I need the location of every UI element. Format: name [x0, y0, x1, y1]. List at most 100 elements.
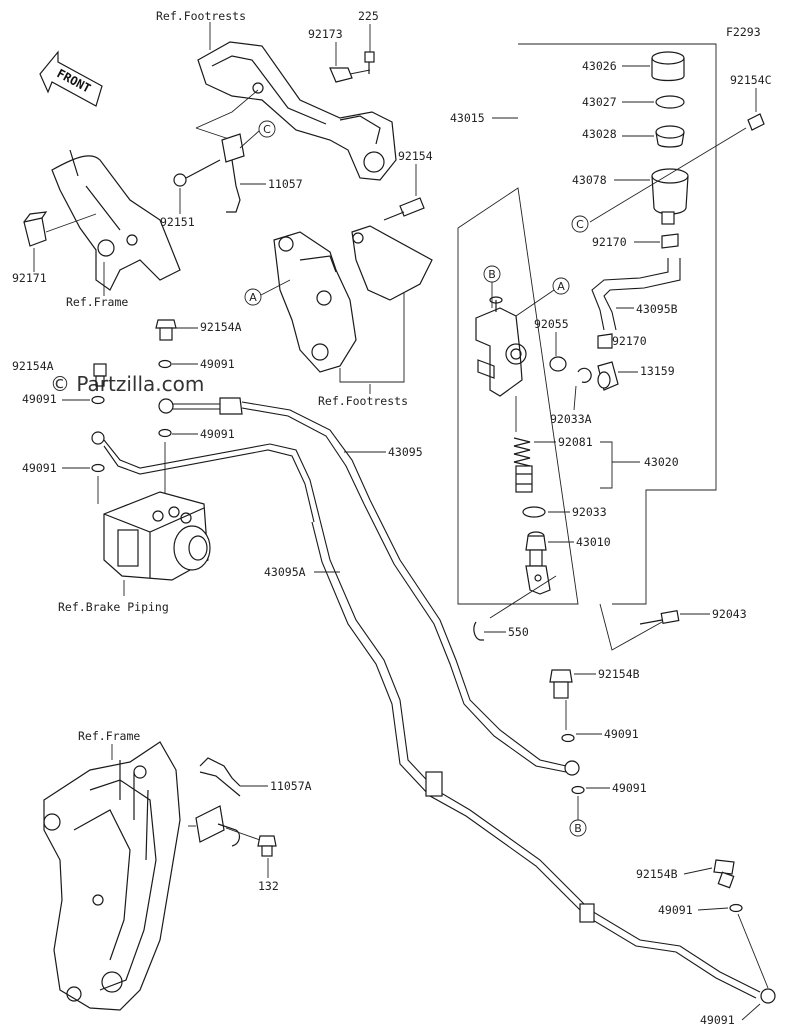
washer-49091-b: [91, 395, 105, 405]
clip-92173: [329, 67, 353, 83]
part-43010: 43010: [576, 535, 611, 549]
damper-92171: [23, 211, 48, 247]
part-43095: 43095: [388, 445, 423, 459]
cotterpin-550: [473, 621, 484, 641]
part-92033: 92033: [572, 505, 607, 519]
marker-a-right: A: [552, 277, 570, 295]
pin-92043: [639, 609, 680, 625]
part-43015: 43015: [450, 111, 485, 125]
washer-49091-f: [571, 785, 585, 795]
part-49091-g: 49091: [658, 903, 693, 917]
part-49091-a: 49091: [200, 357, 235, 371]
frame-bracket-left: [51, 149, 181, 291]
marker-a-left: A: [244, 288, 262, 306]
part-92154a-left: 92154A: [12, 359, 54, 373]
part-92154a-upper: 92154A: [200, 320, 242, 334]
marker-b-bottom: B: [569, 819, 587, 837]
ref-frame-top: Ref.Frame: [66, 295, 128, 309]
marker-c-right: C: [571, 215, 589, 233]
clamp-92170-upper: [661, 233, 679, 249]
clamp-92170-lower: [597, 333, 613, 349]
svg-text:A: A: [249, 291, 257, 304]
part-92154b-upper: 92154B: [598, 667, 640, 681]
svg-text:C: C: [263, 123, 271, 136]
part-92154c: 92154C: [730, 73, 772, 87]
part-92170-upper: 92170: [592, 235, 627, 249]
part-43078: 43078: [572, 173, 607, 187]
washer-49091-g: [729, 903, 743, 913]
bolt-92151: [173, 159, 221, 187]
bolt-92154a-left: [93, 363, 107, 387]
bolt-225: [364, 51, 375, 74]
part-92173: 92173: [308, 27, 343, 41]
bolt-92154a-upper: [155, 319, 177, 341]
part-92033a: 92033A: [550, 412, 592, 426]
part-43027: 43027: [582, 95, 617, 109]
part-13159: 13159: [640, 364, 675, 378]
pushrod-43010: [525, 531, 551, 595]
snapring-92033: [522, 506, 546, 518]
svg-text:B: B: [574, 822, 582, 835]
part-43095a: 43095A: [264, 565, 306, 579]
ref-footrests-mid: Ref.Footrests: [318, 394, 408, 408]
part-49091-e: 49091: [604, 727, 639, 741]
washer-49091-a: [158, 359, 172, 369]
part-550: 550: [508, 625, 529, 639]
spring-92081: [513, 437, 531, 467]
part-92043: 92043: [712, 607, 747, 621]
svg-text:B: B: [488, 268, 496, 281]
part-49091-d: 49091: [22, 461, 57, 475]
reservoir-43078: [651, 168, 689, 225]
piston-43020: [515, 465, 533, 493]
assembly-box-43015: [457, 43, 717, 605]
snapring-92033a: [577, 367, 592, 383]
part-92055: 92055: [534, 317, 569, 331]
footrest-bracket-mid: [273, 225, 433, 373]
diagram-code: F2293: [726, 25, 761, 39]
ref-brake-piping: Ref.Brake Piping: [58, 600, 169, 614]
master-cylinder-body: [475, 296, 527, 397]
hose-43095b: [591, 258, 681, 331]
part-132: 132: [258, 879, 279, 893]
fitting-13159: [597, 361, 619, 391]
part-92154b-lower: 92154B: [636, 867, 678, 881]
diaphragm-43028: [655, 125, 685, 148]
bolt-92154: [383, 197, 425, 221]
part-49091-h: 49091: [700, 1013, 735, 1027]
part-43028: 43028: [582, 127, 617, 141]
part-92170-lower: 92170: [612, 334, 647, 348]
oring-92055: [549, 356, 567, 372]
bolt-92154c: [747, 113, 765, 131]
clamp-11057a: [195, 757, 241, 847]
part-43026: 43026: [582, 59, 617, 73]
clamp-11057: [221, 133, 245, 213]
part-43020: 43020: [644, 455, 679, 469]
part-92151: 92151: [160, 215, 195, 229]
hose-43095a: [311, 519, 776, 1004]
bolt-92154b-upper: [549, 669, 573, 699]
washer-49091-e: [561, 733, 575, 743]
footrest-bracket-top: [197, 41, 397, 181]
part-43095b: 43095B: [636, 302, 678, 316]
plate-43027: [655, 95, 685, 109]
part-92171: 92171: [12, 271, 47, 285]
part-49091-b: 49091: [22, 392, 57, 406]
part-225: 225: [358, 9, 379, 23]
part-49091-c: 49091: [200, 427, 235, 441]
front-arrow-icon: FRONT: [39, 50, 103, 107]
part-11057a: 11057A: [270, 779, 312, 793]
watermark: © Partzilla.com: [50, 372, 204, 396]
svg-text:C: C: [576, 218, 584, 231]
marker-c-top: C: [258, 120, 276, 138]
ref-frame-bottom: Ref.Frame: [78, 729, 140, 743]
part-11057: 11057: [268, 177, 303, 191]
hose-short-lower: [91, 431, 321, 523]
part-92154-top: 92154: [398, 149, 433, 163]
svg-text:A: A: [557, 280, 565, 293]
marker-b-top: B: [483, 265, 501, 283]
part-92081: 92081: [558, 435, 593, 449]
hose-43095: [363, 499, 580, 776]
cap-43026: [651, 51, 685, 82]
part-49091-f: 49091: [612, 781, 647, 795]
